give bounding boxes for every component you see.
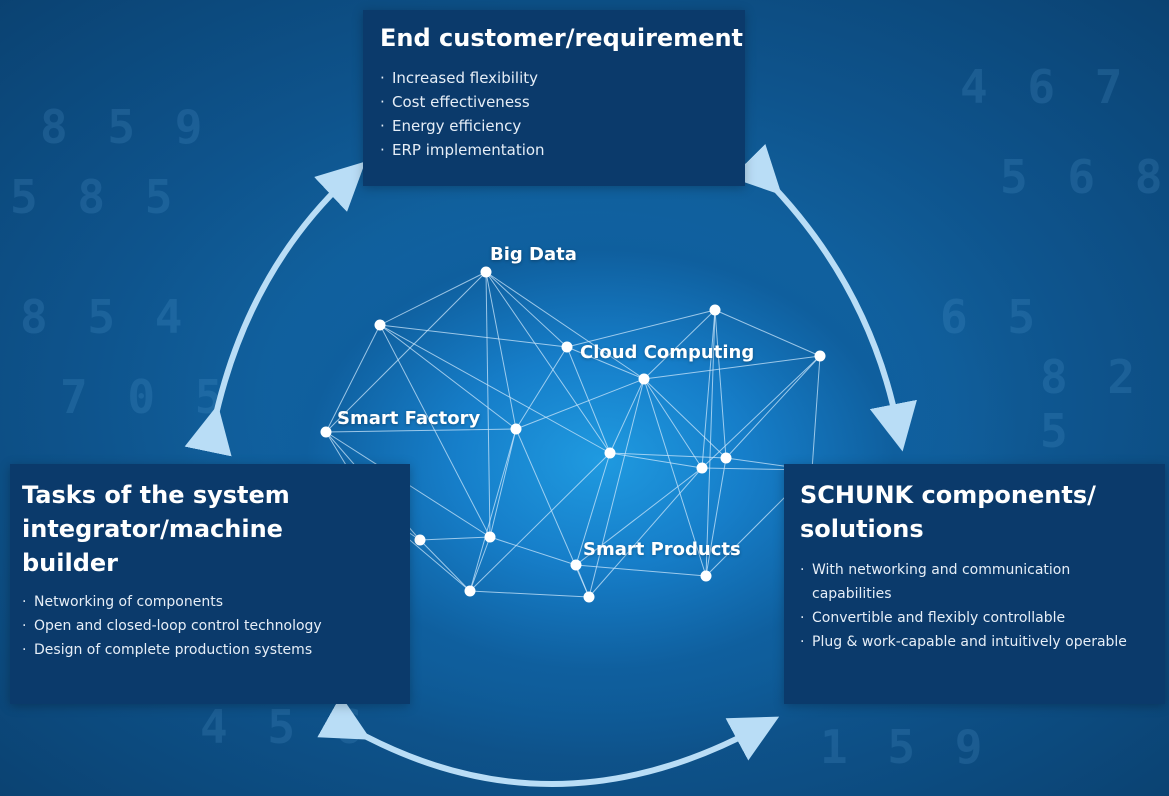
network-edge: [469, 428, 517, 592]
network-edge: [379, 324, 568, 348]
network-edge: [515, 346, 568, 430]
network-node: [480, 266, 492, 278]
network-edge: [566, 346, 645, 380]
network-edge: [714, 309, 727, 459]
list-item: ERP implementation: [380, 138, 745, 162]
network-edge: [469, 590, 590, 598]
network-edge: [515, 428, 590, 598]
network-edge: [811, 355, 821, 471]
network-node: [814, 350, 826, 362]
system-integrator-list: Networking of components Open and closed…: [10, 580, 410, 662]
system-integrator-title: Tasks of the system integrator/machine b…: [22, 481, 290, 577]
list-item: Plug & work-capable and intuitively oper…: [800, 630, 1152, 654]
network-edge: [566, 309, 716, 348]
network-edge: [588, 467, 703, 598]
network-node: [374, 319, 386, 331]
network-node: [320, 426, 332, 438]
arrow-bottom: [317, 695, 780, 787]
network-edge: [643, 378, 703, 469]
network-edge: [379, 324, 517, 430]
network-edge: [485, 271, 491, 538]
label-smart-products: Smart Products: [583, 539, 741, 560]
list-item: Cost effectiveness: [380, 90, 745, 114]
arrow-top-left: [184, 161, 366, 457]
network-edge: [609, 452, 703, 469]
network-edge: [379, 324, 611, 454]
list-item: Energy efficiency: [380, 114, 745, 138]
network-edge: [575, 564, 590, 598]
system-integrator-box: Tasks of the system integrator/machine b…: [10, 464, 410, 704]
arrow-top-right: [731, 144, 917, 452]
network-edge: [725, 355, 821, 459]
network-node: [700, 570, 712, 582]
end-customer-list: Increased flexibility Cost effectiveness…: [363, 52, 745, 162]
schunk-title: SCHUNK components/ solutions: [800, 481, 1096, 543]
network-node: [604, 447, 616, 459]
network-node: [583, 591, 595, 603]
network-node: [570, 559, 582, 571]
network-node: [414, 534, 426, 546]
network-node: [696, 462, 708, 474]
network-edge: [419, 539, 471, 592]
network-edge: [485, 271, 611, 454]
schunk-list: With networking and communication capabi…: [784, 546, 1165, 654]
network-node: [638, 373, 650, 385]
network-edge: [643, 378, 707, 577]
schunk-box: SCHUNK components/ solutions With networ…: [784, 464, 1165, 704]
end-customer-box: End customer/requirement Increased flexi…: [363, 10, 745, 186]
list-item: Networking of components: [22, 590, 410, 614]
network-node: [484, 531, 496, 543]
network-node: [464, 585, 476, 597]
list-item: With networking and communication capabi…: [800, 558, 1152, 606]
network-edge: [609, 452, 727, 459]
network-edge: [575, 564, 707, 577]
label-big-data: Big Data: [490, 244, 577, 265]
network-edge: [489, 428, 517, 538]
network-node: [709, 304, 721, 316]
network-node: [510, 423, 522, 435]
network-edge: [588, 378, 645, 598]
network-edge: [489, 536, 577, 566]
label-smart-factory: Smart Factory: [337, 408, 481, 429]
list-item: Design of complete production systems: [22, 638, 410, 662]
network-node: [720, 452, 732, 464]
network-edge: [701, 309, 716, 469]
network-edge: [419, 536, 491, 541]
network-edge: [485, 271, 568, 348]
network-edge: [379, 324, 491, 538]
network-edge: [379, 271, 487, 326]
network-edge: [485, 271, 517, 430]
network-edge: [705, 457, 727, 577]
network-edge: [609, 378, 645, 454]
label-cloud-computing: Cloud Computing: [580, 342, 755, 363]
network-edge: [643, 378, 727, 459]
network-edge: [566, 346, 611, 454]
list-item: Open and closed-loop control technology: [22, 614, 410, 638]
network-node: [561, 341, 573, 353]
network-edge: [469, 536, 491, 592]
network-edge: [643, 309, 716, 380]
network-edge: [325, 428, 517, 433]
network-edge: [575, 452, 611, 566]
list-item: Increased flexibility: [380, 66, 745, 90]
network-edge: [469, 452, 611, 592]
network-edge: [515, 378, 645, 430]
network-edge: [485, 271, 645, 380]
network-edge: [575, 467, 703, 566]
list-item: Convertible and flexibly controllable: [800, 606, 1152, 630]
end-customer-title: End customer/requirement: [380, 24, 744, 52]
